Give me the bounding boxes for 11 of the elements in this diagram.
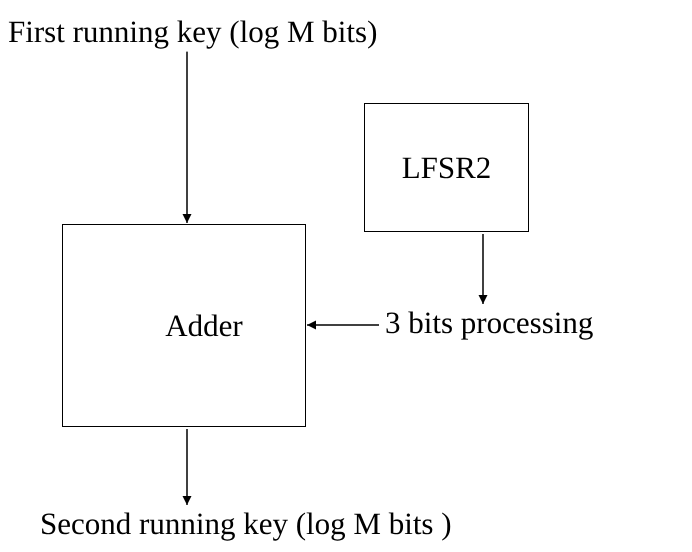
box-label: LFSR2 [402, 150, 492, 186]
box-label: Adder [165, 308, 243, 344]
arrow [307, 320, 379, 330]
adder-box [62, 224, 306, 427]
processing-label: 3 bits processing [385, 305, 594, 341]
arrow [478, 234, 488, 304]
input-label: First running key (log M bits) [8, 14, 378, 50]
output-label: Second running key (log M bits ) [40, 506, 452, 542]
arrow [182, 52, 192, 223]
lfsr-box [364, 103, 529, 232]
arrow [182, 429, 192, 505]
